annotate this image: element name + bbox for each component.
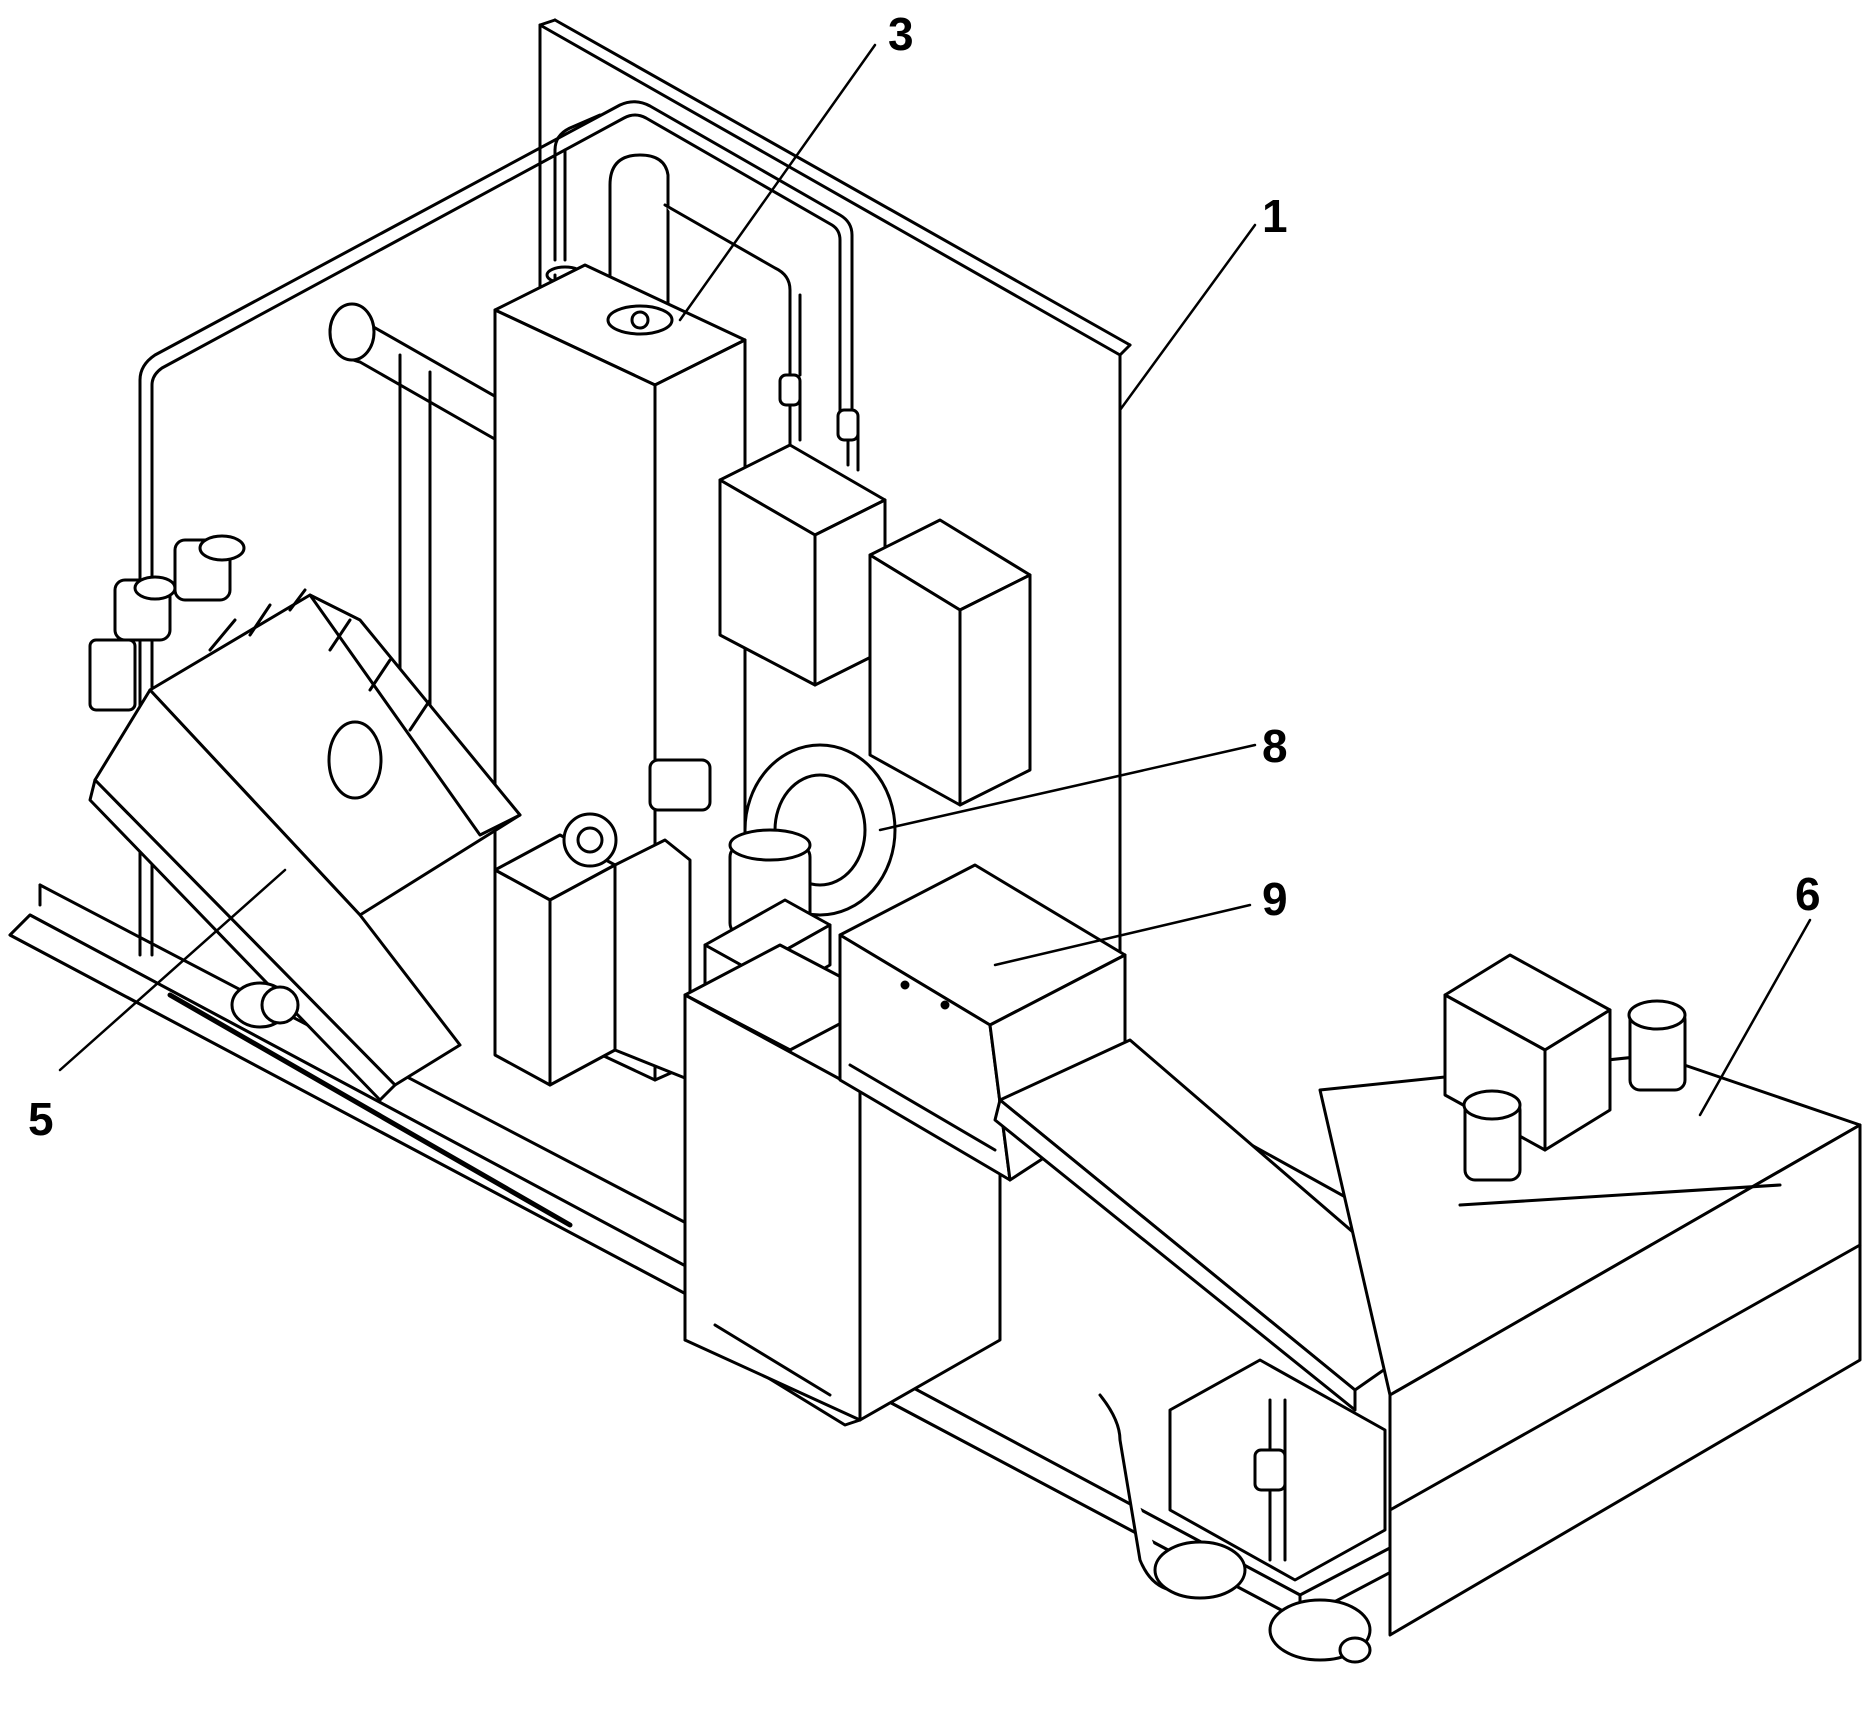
transfer-pump	[1098, 1358, 1387, 1664]
callout-8: 8	[1262, 720, 1288, 772]
callout-5: 5	[28, 1093, 54, 1145]
leader-line-1	[1118, 223, 1257, 412]
leader-line-6	[1698, 918, 1812, 1117]
dosing-tank-unit-6	[1318, 953, 1862, 1637]
callout-labels: 3 1 8 9 5 6	[28, 8, 1821, 1145]
leader-line-3	[678, 43, 877, 322]
screw-press-unit-5	[88, 534, 522, 1102]
callout-6: 6	[1795, 868, 1821, 920]
callout-9: 9	[1262, 873, 1288, 925]
leader-lines	[58, 43, 1812, 1117]
leader-line-5	[58, 868, 287, 1072]
cabinet-base	[683, 943, 1002, 1427]
leader-line-8	[878, 743, 1257, 832]
secondary-box	[663, 203, 887, 687]
frame-pipe	[138, 100, 854, 957]
pump-assembly	[493, 758, 712, 1087]
leader-line-9	[993, 903, 1252, 967]
walkway-platform	[993, 1038, 1457, 1412]
control-box	[868, 518, 1032, 807]
callout-3: 3	[888, 8, 914, 60]
callout-1: 1	[1262, 190, 1288, 242]
